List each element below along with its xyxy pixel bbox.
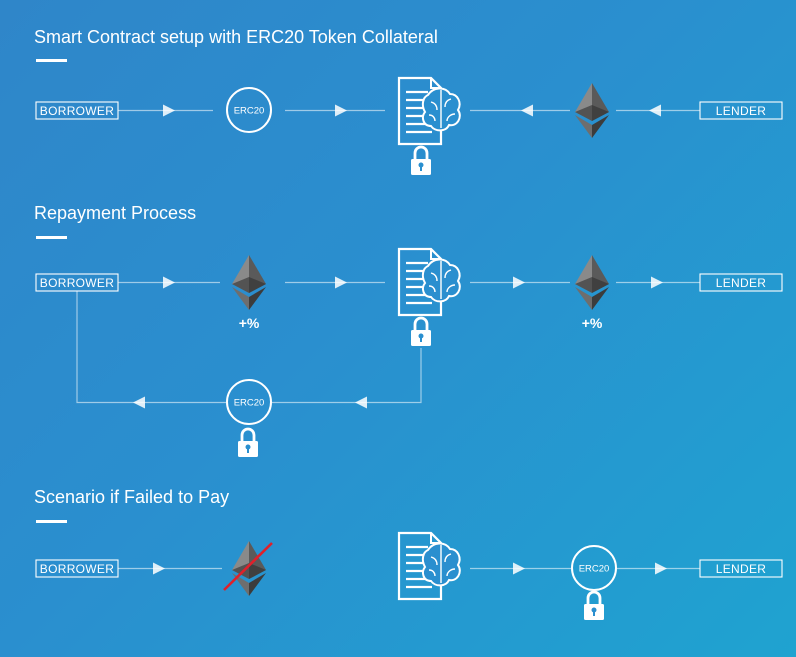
title-underline (36, 59, 67, 62)
lender-box (699, 559, 783, 578)
ethereum-icon (232, 541, 266, 596)
interest-label: +% (239, 315, 260, 331)
arrow-icon (163, 276, 175, 289)
arrow-icon (649, 104, 661, 117)
ethereum-icon (575, 83, 609, 138)
section-title-failed: Scenario if Failed to Pay (34, 487, 229, 507)
erc20-label: ERC20 (234, 106, 265, 117)
arrow-icon (335, 276, 347, 289)
arrow-icon (153, 562, 165, 575)
cross-out-line (223, 542, 273, 591)
padlock-icon (582, 590, 606, 622)
padlock-icon (409, 316, 433, 348)
repayment-flow: BORROWER +% +% LENDER ERC20 (35, 247, 783, 459)
borrower-label: BORROWER (40, 562, 114, 576)
title-underline (36, 236, 67, 239)
section-title-repayment: Repayment Process (34, 203, 196, 223)
lender-label: LENDER (716, 276, 767, 290)
erc20-label: ERC20 (234, 398, 265, 409)
arrow-icon (651, 276, 663, 289)
ethereum-icon (232, 255, 266, 310)
setup-flow: BORROWER ERC20 LENDER (35, 76, 783, 177)
section-title-setup: Smart Contract setup with ERC20 Token Co… (34, 27, 438, 47)
padlock-icon (409, 145, 433, 177)
arrow-icon (655, 562, 667, 575)
interest-label: +% (582, 315, 603, 331)
arrow-icon (513, 562, 525, 575)
document-brain-icon (397, 76, 461, 146)
lender-label: LENDER (716, 562, 767, 576)
arrow-icon (521, 104, 533, 117)
erc20-label: ERC20 (579, 564, 610, 575)
lender-box (699, 273, 783, 292)
document-brain-icon (397, 247, 461, 317)
title-underline (36, 520, 67, 523)
padlock-icon (236, 427, 260, 459)
arrow-icon (163, 104, 175, 117)
arrow-icon (133, 396, 145, 409)
arrow-icon (335, 104, 347, 117)
arrow-icon (513, 276, 525, 289)
document-brain-icon (397, 531, 461, 601)
return-line (271, 348, 422, 404)
lender-label: LENDER (716, 104, 767, 118)
ethereum-icon (575, 255, 609, 310)
arrow-icon (355, 396, 367, 409)
lender-box (699, 101, 783, 120)
borrower-label: BORROWER (40, 104, 114, 118)
return-line (76, 291, 227, 404)
borrower-label: BORROWER (40, 276, 114, 290)
failed-flow: BORROWER ERC20 LENDER (35, 531, 783, 622)
